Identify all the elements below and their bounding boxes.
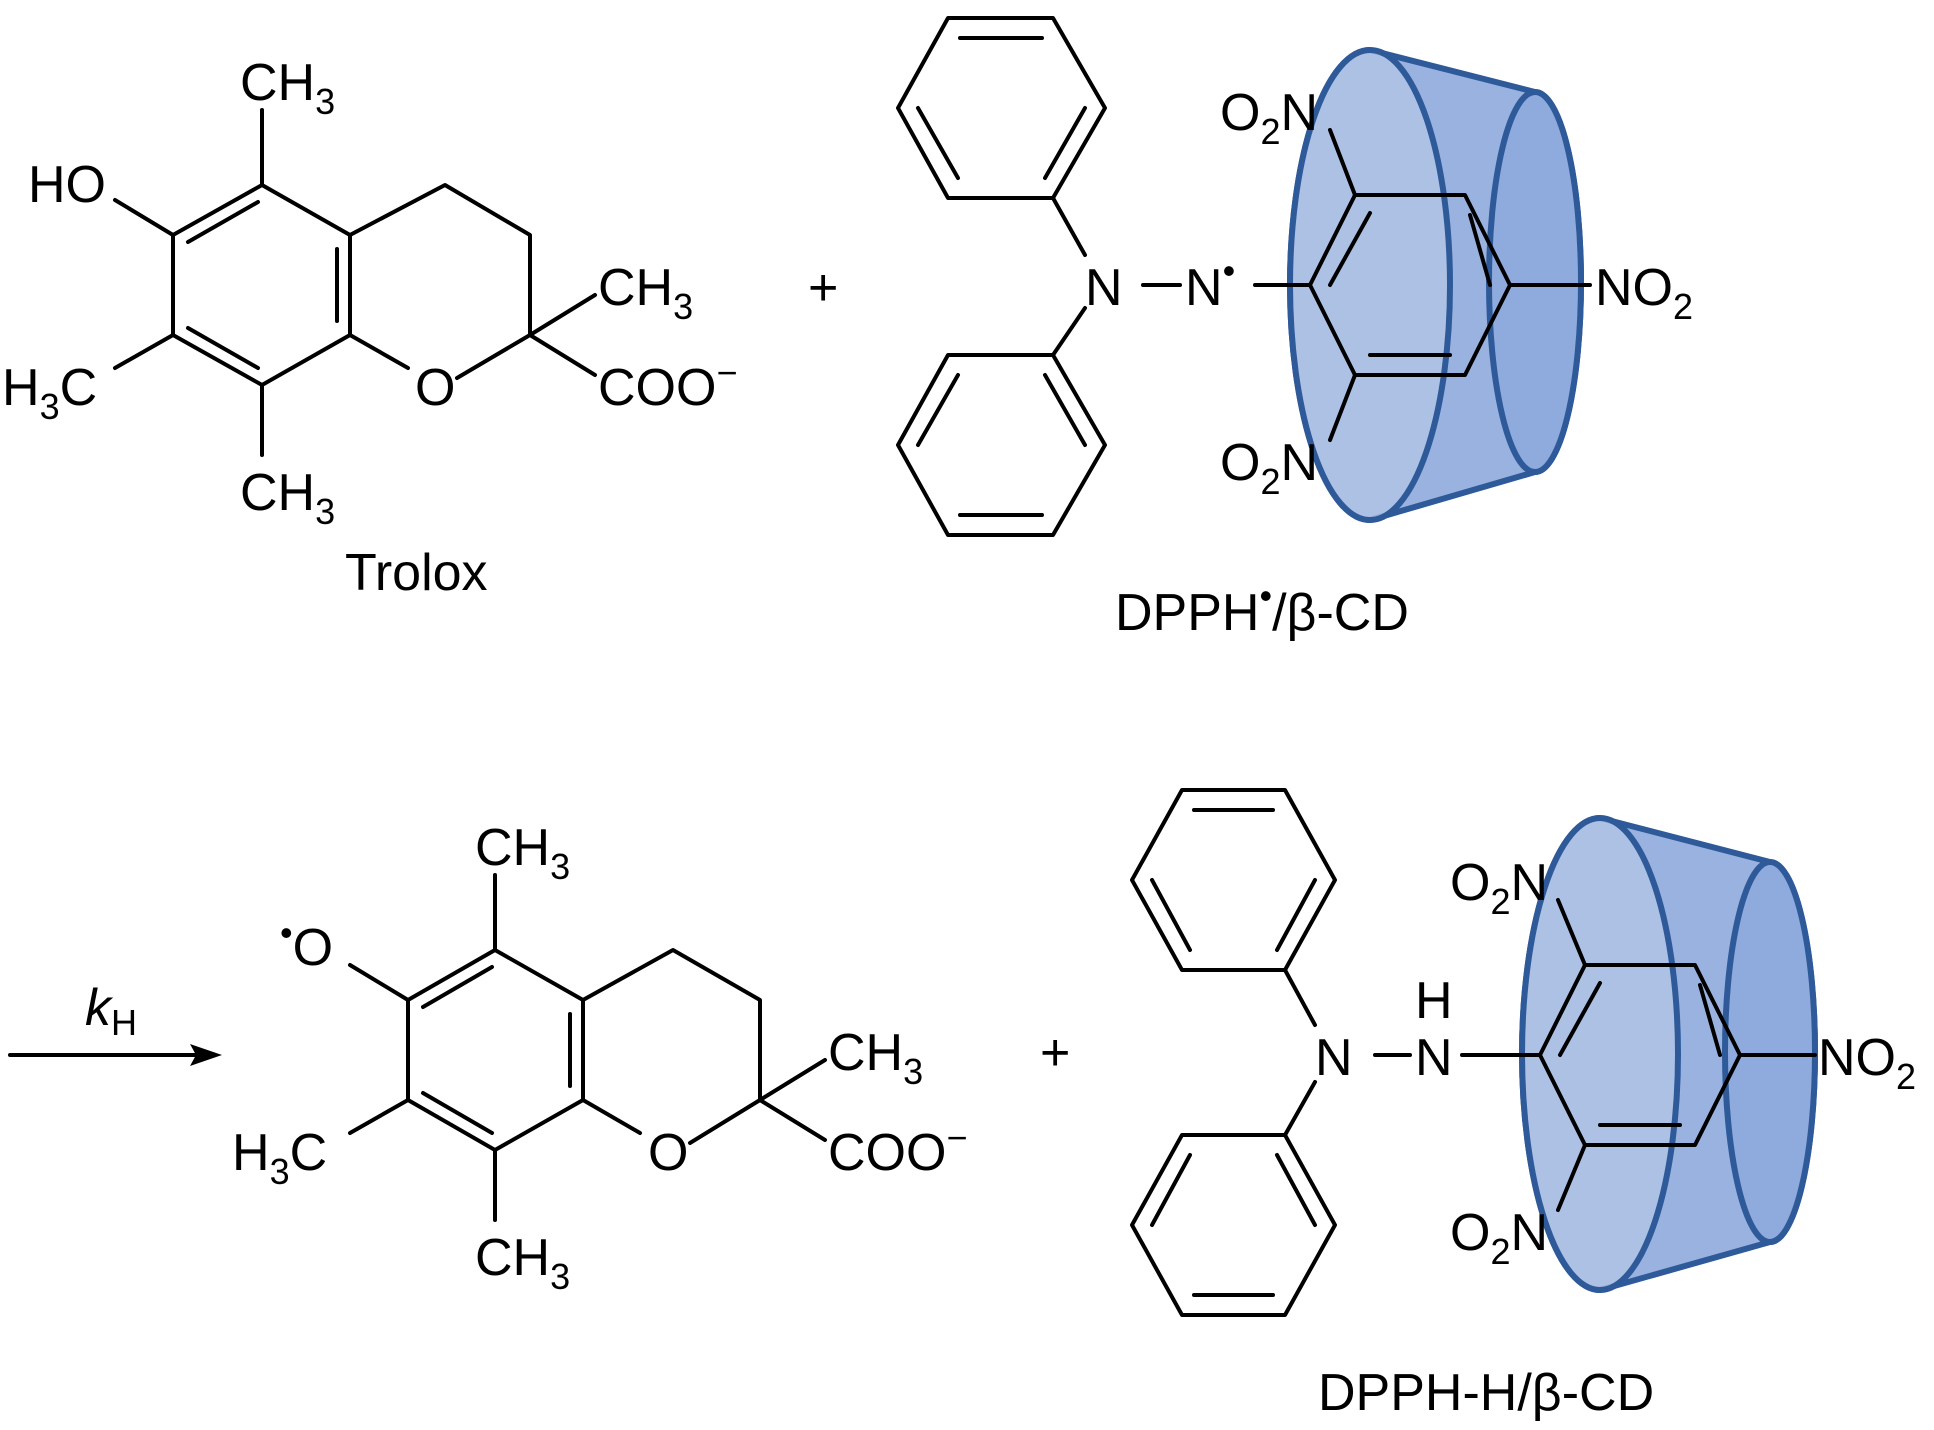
dpph-h-structure: N H N O2N O2N NO2 DPPH-H/β-CD [1130,788,1916,1422]
caption-dpph-h: DPPH-H/β-CD [1318,1364,1654,1422]
label-ch3-quat: CH3 [828,1024,923,1092]
label-o2n-top: O2N [1220,84,1318,152]
label-no2: NO2 [1818,1029,1916,1097]
label-coo: COO− [598,352,737,417]
label-h: H [1415,972,1453,1030]
dpph-radical-structure: N N• O2N O2N NO2 DPPH•/β-CD [896,16,1693,642]
label-h3c: H3C [2,359,97,427]
label-o2n-top: O2N [1450,854,1548,922]
plus-sign-bottom: + [1040,1024,1070,1082]
label-o2n-bottom: O2N [1220,434,1318,502]
reaction-arrow: kH [8,979,222,1066]
cyclodextrin-rim [1722,859,1818,1245]
label-n1: N [1085,259,1123,317]
label-o-radical: •O [280,912,333,977]
label-n1: N [1315,1029,1353,1087]
trolox-structure: CH3 HO CH3 H3C O COO− CH3 Trolox [2,54,737,602]
label-n2: N [1415,1029,1453,1087]
label-ring-o: O [648,1124,688,1182]
label-o2n-bottom: O2N [1450,1204,1548,1272]
caption-trolox: Trolox [345,544,488,602]
label-n2: N• [1185,250,1235,317]
label-kh: kH [85,979,137,1043]
label-ch3-top: CH3 [475,819,570,887]
label-ho: HO [28,156,106,214]
plus-sign-top: + [808,259,838,317]
label-coo: COO− [828,1117,967,1182]
label-ring-o: O [415,359,455,417]
label-ch3-bottom: CH3 [240,464,335,532]
label-ch3-quat: CH3 [598,259,693,327]
label-h3c: H3C [232,1124,327,1192]
label-ch3-bottom: CH3 [475,1229,570,1297]
cyclodextrin-rim [1486,89,1584,475]
trolox-radical-structure: CH3 •O CH3 H3C O COO− CH3 [232,819,967,1297]
label-ch3-top: CH3 [240,54,335,122]
caption-dpph-radical: DPPH•/β-CD [1115,575,1409,642]
label-no2: NO2 [1595,259,1693,327]
